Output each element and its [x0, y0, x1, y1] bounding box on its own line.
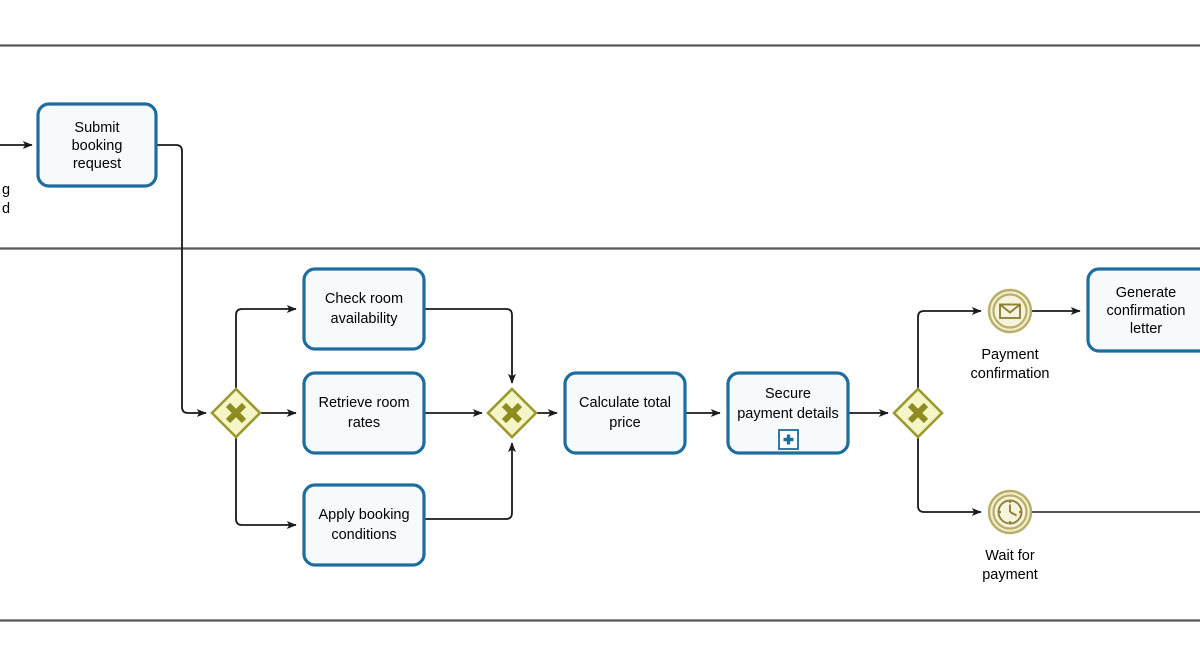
- envelope-icon: [999, 303, 1021, 319]
- submit-booking-request-label-line1: Submit: [74, 120, 119, 136]
- retrieve-room-rates-task[interactable]: Retrieve room rates: [302, 371, 426, 455]
- submit-booking-request-shape[interactable]: [36, 102, 158, 188]
- payment-confirmation-label-line2: confirmation: [971, 366, 1050, 382]
- task-shapes: Submit booking request Check room availa…: [36, 102, 1200, 567]
- generate-confirmation-letter-shape[interactable]: [1086, 267, 1200, 353]
- gateway-x-marker-icon: [501, 402, 523, 424]
- secure-payment-details-shape[interactable]: [726, 371, 850, 455]
- sequence-flow-gateway-to-wait-for-payment: [917, 437, 982, 516]
- intermediate-events: Payment confirmation Wait for payment: [971, 288, 1050, 583]
- exclusive-gateway-join[interactable]: [486, 387, 538, 439]
- calculate-total-price-label-line2: price: [609, 415, 640, 431]
- sequence-flow-check-availability-to-join: [424, 308, 516, 384]
- check-room-availability-task[interactable]: Check room availability: [302, 267, 426, 351]
- generate-confirmation-letter-label-line1: Generate: [1116, 285, 1176, 301]
- timer-intermediate-catch-event[interactable]: Wait for payment: [982, 489, 1038, 583]
- wait-for-payment-label-line1: Wait for: [985, 548, 1035, 564]
- check-room-availability-label-line2: availability: [331, 311, 399, 327]
- clipped-label-line1: g: [2, 182, 10, 198]
- secure-payment-details-label-line2: payment details: [737, 406, 839, 422]
- collapsed-subprocess-plus-icon[interactable]: [778, 429, 799, 450]
- calculate-total-price-task[interactable]: Calculate total price: [563, 371, 687, 455]
- check-room-availability-label-line1: Check room: [325, 291, 403, 307]
- lane-boundaries: [0, 44, 1200, 622]
- gateway-shapes: [210, 387, 944, 439]
- generate-confirmation-letter-label-line2: confirmation: [1107, 303, 1186, 319]
- calculate-total-price-shape[interactable]: [563, 371, 687, 455]
- sequence-flow-submit-to-split: [156, 144, 207, 417]
- secure-payment-details-label-line1: Secure: [765, 386, 811, 402]
- generate-confirmation-letter-label-line3: letter: [1130, 321, 1162, 337]
- sequence-flows: [0, 141, 1200, 529]
- message-intermediate-catch-event[interactable]: Payment confirmation: [971, 288, 1050, 382]
- clipped-label-line2: d: [2, 201, 10, 217]
- exclusive-gateway-split[interactable]: [210, 387, 262, 439]
- apply-booking-conditions-label-line1: Apply booking: [318, 507, 409, 523]
- sequence-flow-gateway-to-payment-confirmation: [917, 307, 982, 389]
- submit-booking-request-label-line3: request: [73, 156, 121, 172]
- apply-booking-conditions-task[interactable]: Apply booking conditions: [302, 483, 426, 567]
- sequence-flow-split-to-check-availability: [235, 305, 297, 389]
- apply-booking-conditions-shape[interactable]: [302, 483, 426, 567]
- submit-booking-request-label-line2: booking: [72, 138, 123, 154]
- booking-request-received-label: g d: [2, 182, 10, 217]
- payment-confirmation-label-line1: Payment: [981, 347, 1038, 363]
- gateway-x-marker-icon: [907, 402, 929, 424]
- gateway-x-marker-icon: [225, 402, 247, 424]
- retrieve-room-rates-label-line1: Retrieve room: [318, 395, 409, 411]
- sequence-flow-split-to-apply-conditions: [235, 437, 297, 529]
- retrieve-room-rates-shape[interactable]: [302, 371, 426, 455]
- generate-confirmation-letter-task[interactable]: Generate confirmation letter: [1086, 267, 1200, 353]
- submit-booking-request-task[interactable]: Submit booking request: [36, 102, 158, 188]
- sequence-flow-apply-conditions-to-join: [424, 442, 516, 520]
- check-room-availability-shape[interactable]: [302, 267, 426, 351]
- calculate-total-price-label-line1: Calculate total: [579, 395, 671, 411]
- clock-icon: [997, 499, 1023, 525]
- secure-payment-details-task[interactable]: Secure payment details: [726, 371, 850, 455]
- apply-booking-conditions-label-line2: conditions: [331, 527, 396, 543]
- exclusive-gateway-payment-split[interactable]: [892, 387, 944, 439]
- retrieve-room-rates-label-line2: rates: [348, 415, 380, 431]
- wait-for-payment-label-line2: payment: [982, 567, 1038, 583]
